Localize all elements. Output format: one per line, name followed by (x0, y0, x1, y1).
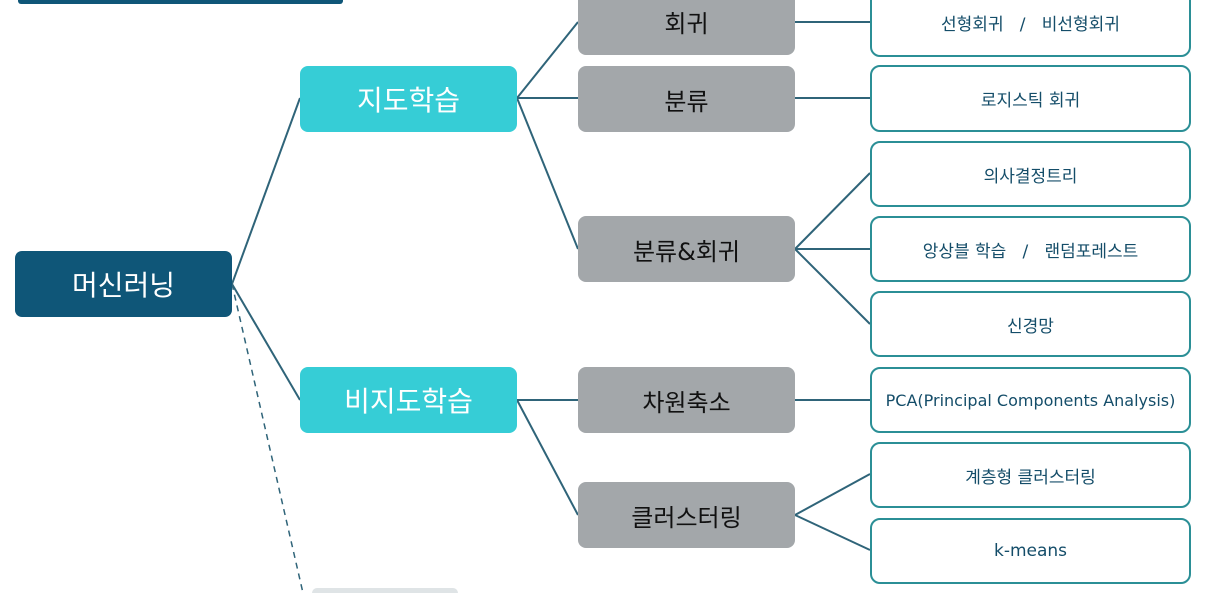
leaf-kmeans: k-means (870, 518, 1191, 584)
node-classification-regression: 분류&회귀 (578, 216, 795, 282)
node-regression: 회귀 (578, 0, 795, 55)
node-regression-label: 회귀 (664, 10, 709, 38)
leaf-decision-tree-label: 의사결정트리 (983, 166, 1078, 187)
edge-supervised-classreg (516, 97, 579, 250)
node-hidden-partial (312, 588, 458, 593)
node-clustering-label: 클러스터링 (631, 503, 742, 532)
cut-off-title (18, 0, 343, 4)
node-supervised-label: 지도학습 (356, 84, 461, 117)
node-unsupervised-label: 비지도학습 (344, 385, 473, 418)
leaf-kmeans-label: k-means (993, 541, 1068, 561)
leaf-neural-network-label: 신경망 (1007, 316, 1054, 337)
leaf-pca-label: PCA(Principal Components Analysis) (885, 390, 1176, 410)
leaf-linear-regression: 선형회귀 / 비선형회귀 (870, 0, 1191, 57)
node-classification: 분류 (578, 66, 795, 132)
node-root-label: 머신러닝 (71, 269, 176, 302)
edge-root-hidden-dashed (231, 283, 304, 593)
leaf-ensemble-label: 앙상블 학습 / 랜덤포레스트 (922, 241, 1139, 262)
node-supervised: 지도학습 (300, 66, 517, 132)
edge-classreg-tree (794, 172, 871, 250)
leaf-decision-tree: 의사결정트리 (870, 141, 1191, 207)
edge-clustering-kmeans (794, 514, 871, 551)
leaf-logistic-regression: 로지스틱 회귀 (870, 65, 1191, 132)
leaf-hierarchical-clustering: 계층형 클러스터링 (870, 442, 1191, 508)
node-classification-regression-label: 분류&회귀 (632, 237, 741, 266)
node-dim-reduction-label: 차원축소 (642, 388, 731, 417)
node-root: 머신러닝 (15, 251, 232, 317)
node-clustering: 클러스터링 (578, 482, 795, 548)
edge-classreg-neural (794, 248, 871, 325)
leaf-hierarchical-clustering-label: 계층형 클러스터링 (965, 467, 1096, 488)
node-unsupervised: 비지도학습 (300, 367, 517, 433)
leaf-logistic-regression-label: 로지스틱 회귀 (980, 91, 1081, 111)
leaf-ensemble: 앙상블 학습 / 랜덤포레스트 (870, 216, 1191, 282)
edge-root-supervised (231, 97, 301, 285)
node-dim-reduction: 차원축소 (578, 367, 795, 433)
node-classification-label: 분류 (664, 87, 709, 116)
edge-clustering-hierarchical (794, 473, 871, 516)
edge-supervised-regression (516, 21, 579, 99)
edge-root-unsupervised (231, 283, 301, 401)
leaf-pca: PCA(Principal Components Analysis) (870, 367, 1191, 433)
leaf-linear-regression-label: 선형회귀 / 비선형회귀 (941, 15, 1120, 35)
edge-unsupervised-clustering (516, 399, 579, 516)
leaf-neural-network: 신경망 (870, 291, 1191, 357)
